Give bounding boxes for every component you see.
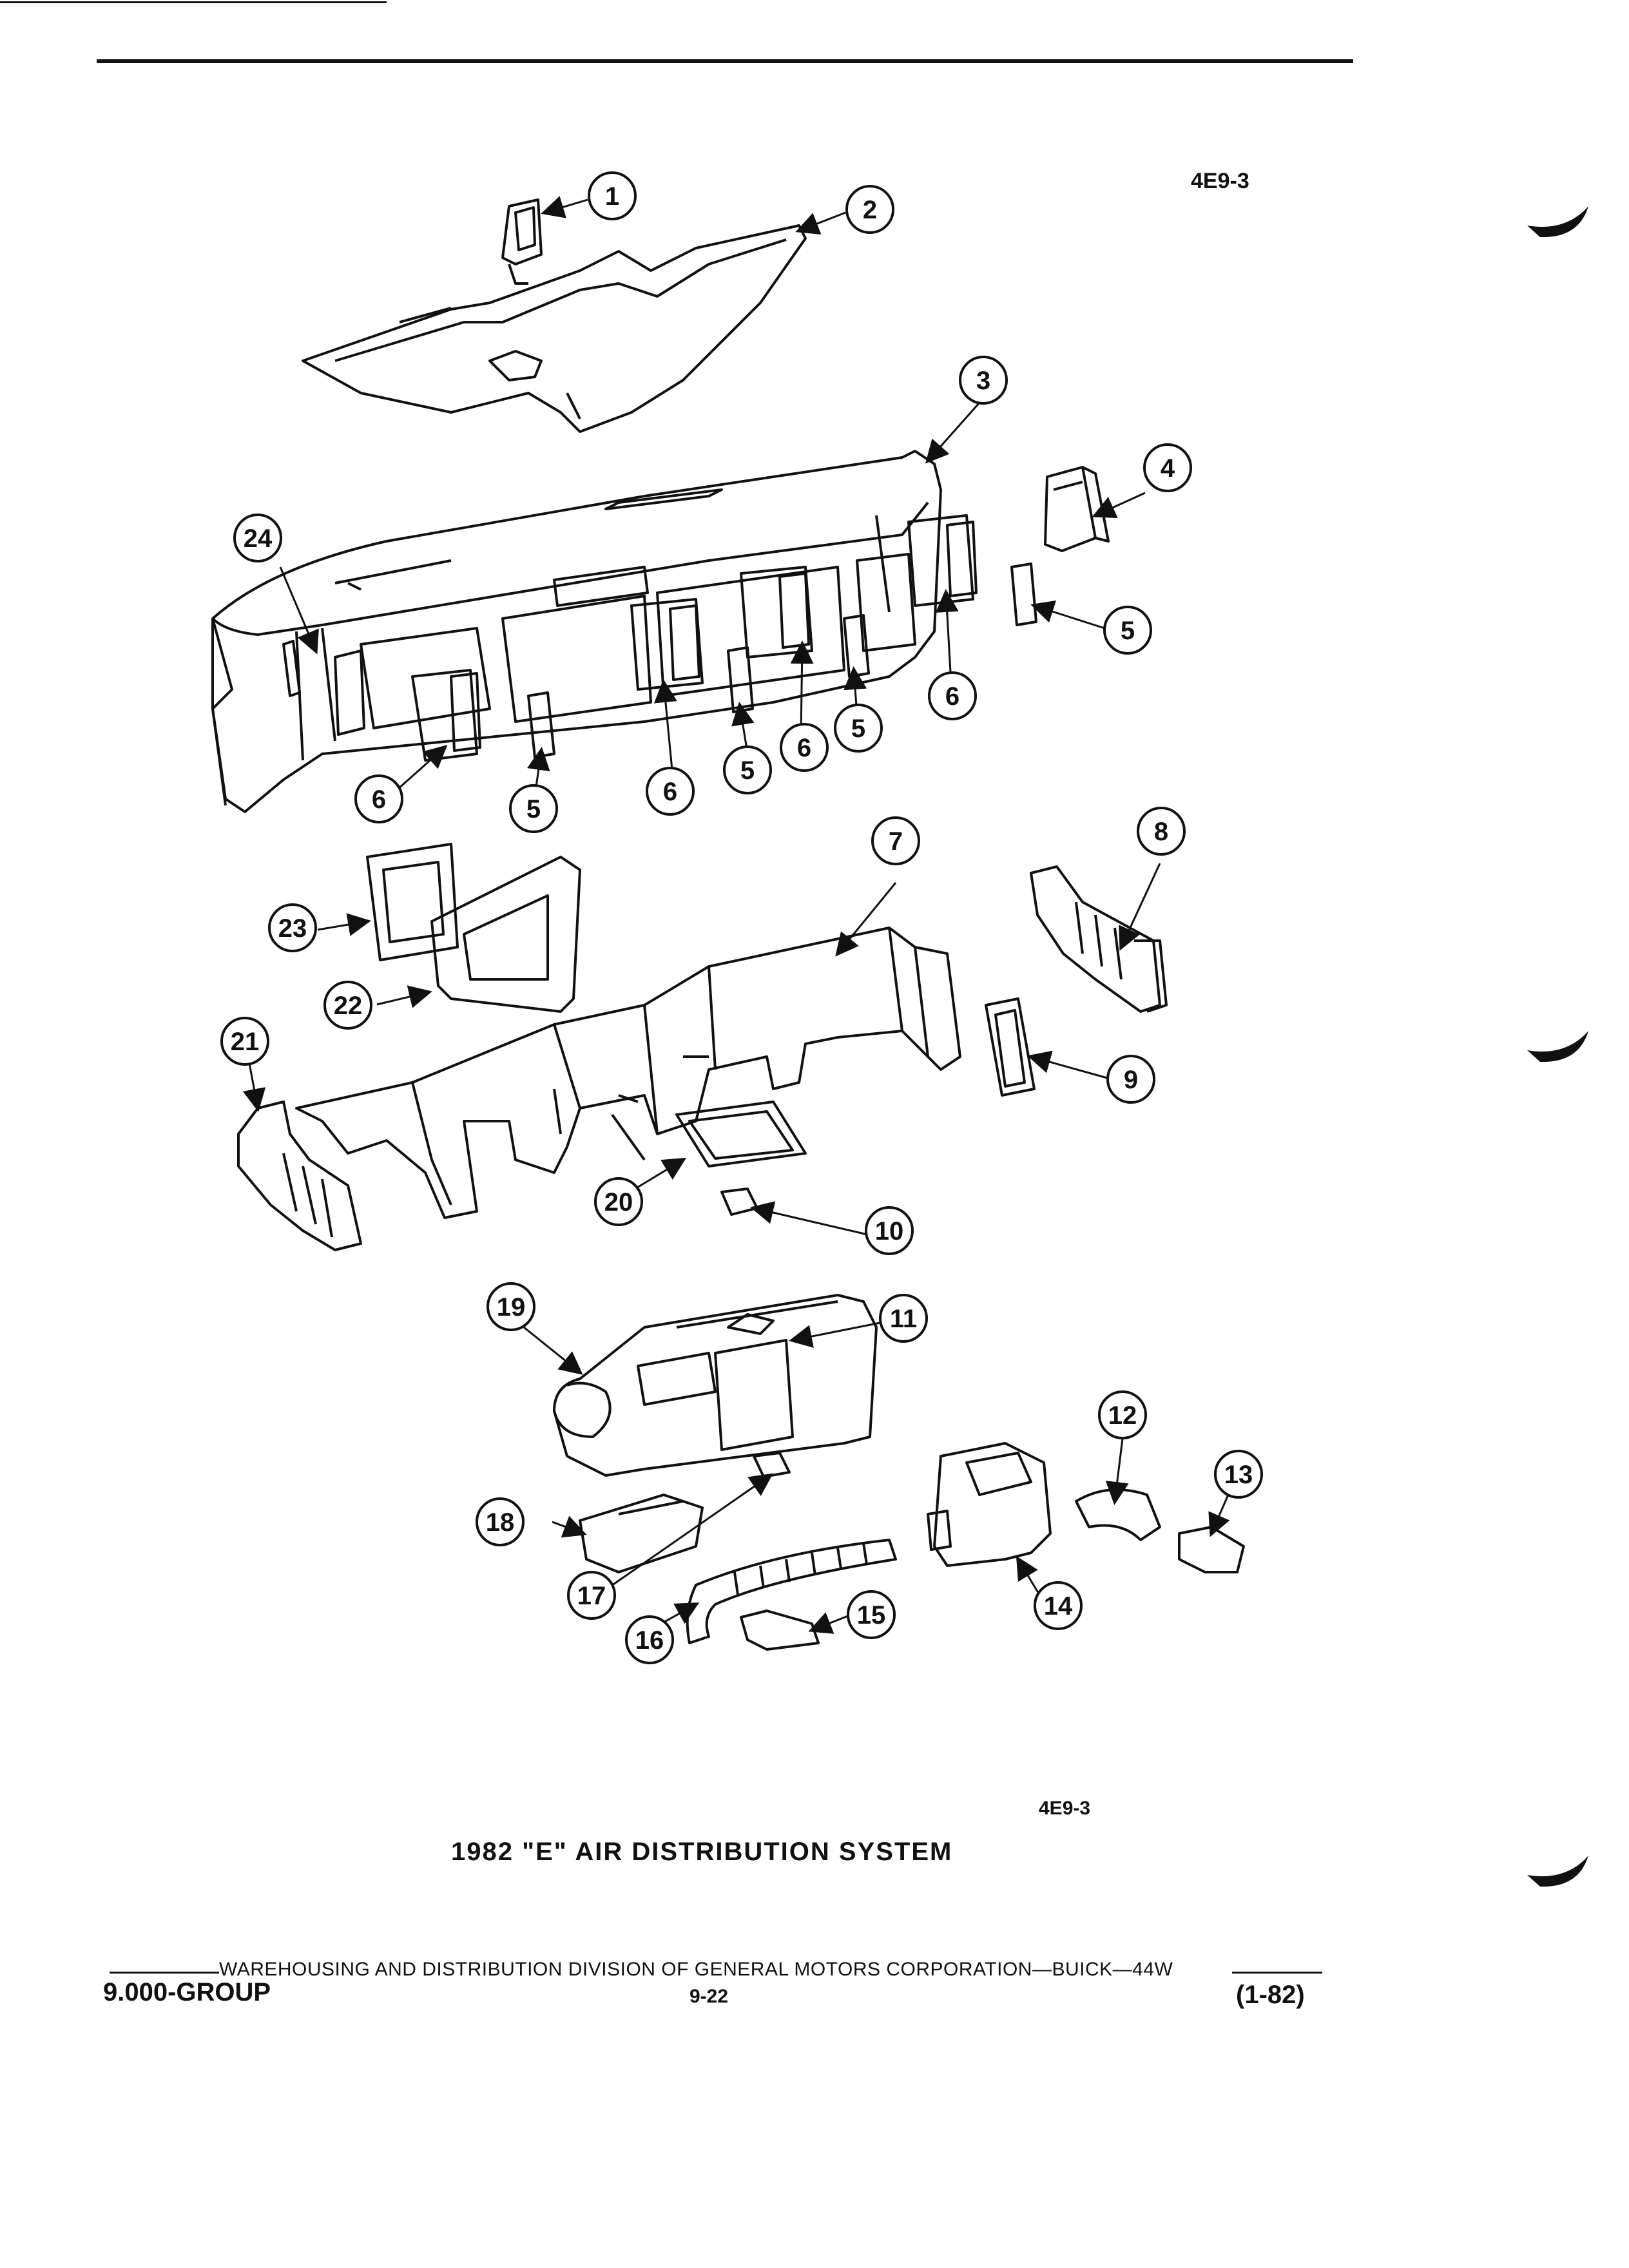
callout-5d [509,784,558,833]
callout-23 [268,903,317,952]
part-3-instrument-panel [211,450,1037,813]
callout-11 [879,1294,928,1343]
callout-label-5a: 5 [1121,617,1135,645]
footer-rule-left [110,1972,219,1974]
callout-3 [959,356,1008,405]
part-9-outlet [985,997,1036,1097]
callout-21 [220,1017,269,1066]
callout-label-17: 17 [577,1582,606,1610]
callout-20 [594,1177,643,1226]
callout-label-16: 16 [635,1626,664,1655]
callout-2 [845,185,894,234]
callout-7 [871,816,920,865]
callout-label-24: 24 [244,524,273,553]
callout-label-3: 3 [976,367,990,395]
part-17-clip [753,1452,791,1478]
part-18-outlet [579,1494,704,1573]
callout-label-21: 21 [231,1028,260,1056]
callout-label-1: 1 [605,182,619,211]
header-rule [97,59,1353,63]
callout-label-14: 14 [1044,1592,1073,1620]
callout-label-15: 15 [857,1601,886,1629]
part-12-elbow [1075,1488,1161,1541]
callout-24 [233,514,282,562]
callout-4 [1143,443,1192,492]
callout-label-5b: 5 [851,715,865,743]
callout-19 [487,1282,535,1331]
callout-label-20: 20 [604,1188,633,1216]
callout-label-9: 9 [1124,1066,1138,1094]
part-20-filter [675,1100,807,1168]
callout-6a [928,671,977,720]
part-2-defroster-duct [302,224,807,433]
callout-5b [834,704,883,753]
callout-label-11: 11 [890,1305,917,1333]
part-13-outlet [1178,1526,1245,1573]
callout-1 [588,171,637,220]
callout-label-22: 22 [334,992,363,1020]
callout-label-5c: 5 [740,756,755,785]
footer-date-code: (1-82) [1236,1981,1305,2009]
callout-label-5d: 5 [526,795,541,823]
callout-6d [354,774,403,823]
callout-label-19: 19 [497,1293,526,1321]
callout-label-23: 23 [278,914,307,943]
part-10-clip [720,1187,758,1216]
part-16-hose [686,1539,897,1644]
callout-5a [1103,606,1152,655]
callout-label-12: 12 [1108,1401,1137,1430]
part-19-ac-module [553,1294,878,1477]
part-21-flex-duct [237,1100,362,1251]
callout-label-6b: 6 [797,734,811,762]
callout-15 [847,1590,896,1639]
callout-5c [723,745,772,794]
part-14-adapter [927,1442,1052,1567]
callout-16 [625,1615,674,1664]
callout-14 [1034,1581,1083,1630]
leader-lines [242,196,1230,1634]
part-15-outlet [740,1610,820,1651]
callout-22 [323,981,372,1030]
callout-18 [476,1497,525,1546]
callout-label-6d: 6 [372,785,386,814]
part-23-seal [366,843,459,961]
binder-hole-marks [1527,206,1588,1887]
air-distribution-diagram: 1 2 3 4 5 5 5 5 6 6 6 6 7 8 9 10 11 12 1… [211,171,1263,1664]
callout-label-4: 4 [1161,454,1175,483]
part-22-plenum-frame [430,856,581,1013]
callouts [220,171,1263,1664]
figure-caption: 1982 "E" AIR DISTRIBUTION SYSTEM [451,1838,953,1866]
callout-label-6a: 6 [945,682,959,711]
callout-label-13: 13 [1224,1461,1253,1489]
callout-6c [646,767,695,816]
callout-6b [780,723,829,772]
callout-label-10: 10 [875,1217,904,1245]
callout-8 [1137,807,1186,856]
callout-13 [1214,1450,1263,1499]
part-1-defroster-outlet [501,198,543,285]
callout-12 [1098,1390,1147,1439]
callout-17 [567,1571,616,1620]
callout-9 [1106,1055,1155,1104]
footer-group: 9.000-GROUP [103,1978,271,2006]
callout-label-6c: 6 [663,778,677,806]
footer-rule-right [1232,1972,1322,1974]
figure-ref-code-top: 4E9-3 [1191,169,1249,193]
part-4-outlet [1044,466,1110,552]
top-edge-rule [0,1,387,3]
footer-page-number: 9-22 [689,1986,729,2007]
callout-label-7: 7 [889,827,903,856]
callout-label-8: 8 [1154,818,1168,846]
callout-label-18: 18 [486,1508,515,1537]
part-8-flex-duct [1030,865,1168,1013]
footer-publisher-line: WAREHOUSING AND DISTRIBUTION DIVISION OF… [219,1959,1173,1980]
figure-ref-code-bottom: 4E9-3 [1039,1798,1091,1819]
part-7-distribution-duct [295,927,961,1219]
callout-10 [865,1206,914,1255]
callout-label-2: 2 [863,196,877,224]
